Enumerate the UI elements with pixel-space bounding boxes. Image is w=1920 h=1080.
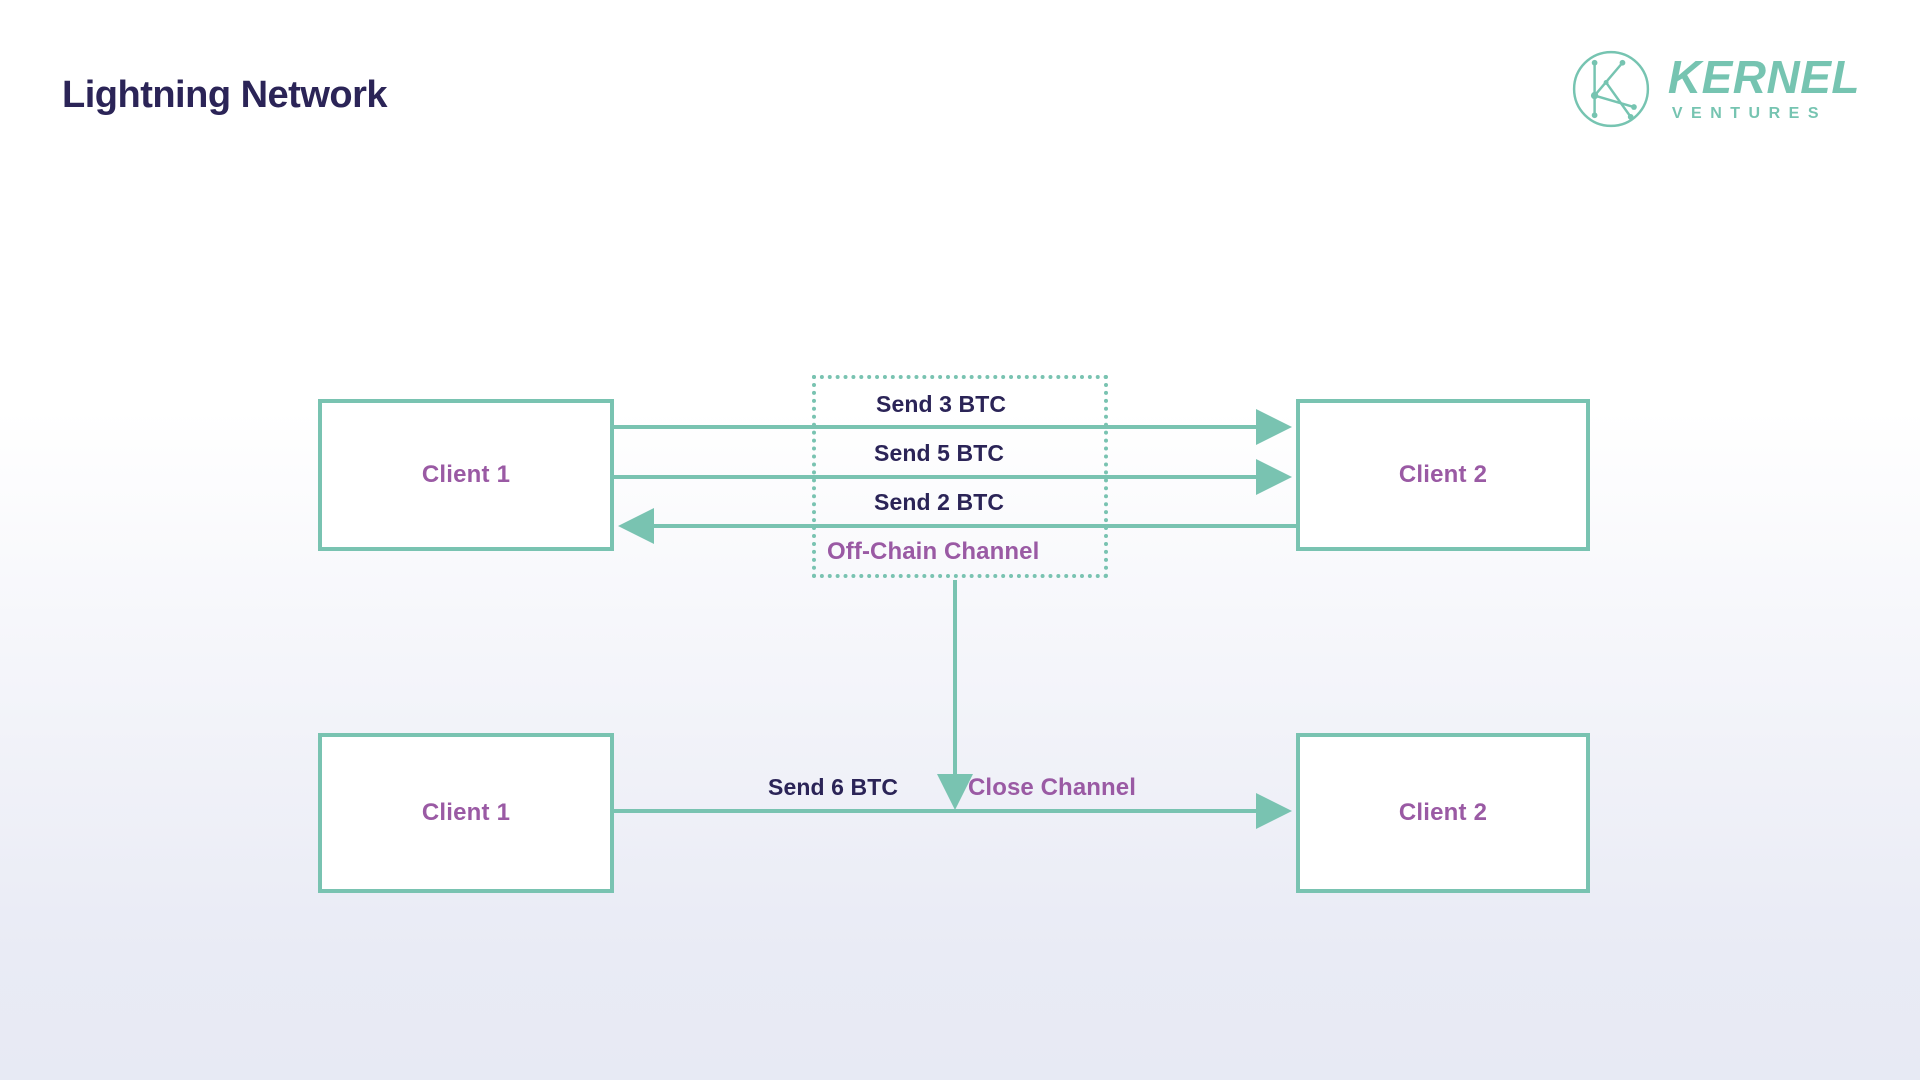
node-label: Client 1 (421, 799, 511, 826)
page-title: Lightning Network (62, 74, 388, 116)
node-client2-top[interactable]: Client 2 (1296, 399, 1590, 551)
node-client2-bottom[interactable]: Client 2 (1296, 733, 1590, 893)
edge-label-close-channel: Close Channel (968, 774, 1136, 801)
node-client1-bottom[interactable]: Client 1 (318, 733, 614, 893)
brand-name: KERNEL (1667, 50, 1860, 103)
off-chain-channel-label: Off-Chain Channel (827, 538, 1040, 565)
node-label: Client 1 (421, 461, 511, 488)
brand-wordmark: KERNEL VENTURES (1667, 50, 1860, 123)
node-label: Client 2 (1398, 461, 1488, 488)
node-label: Client 2 (1398, 799, 1488, 826)
off-chain-channel-region (812, 375, 1108, 578)
edge-label-send2: Send 2 BTC (874, 489, 1005, 515)
edge-label-send3: Send 3 BTC (876, 391, 1007, 417)
edge-label-send6: Send 6 BTC (768, 774, 899, 800)
edge-label-send5: Send 5 BTC (874, 440, 1005, 466)
brand-subtitle: VENTURES (1671, 105, 1827, 123)
brand-logo: KERNEL VENTURES (1570, 48, 1860, 130)
kernel-k-monogram-circle-icon (1572, 50, 1650, 128)
node-client1-top[interactable]: Client 1 (318, 399, 614, 551)
